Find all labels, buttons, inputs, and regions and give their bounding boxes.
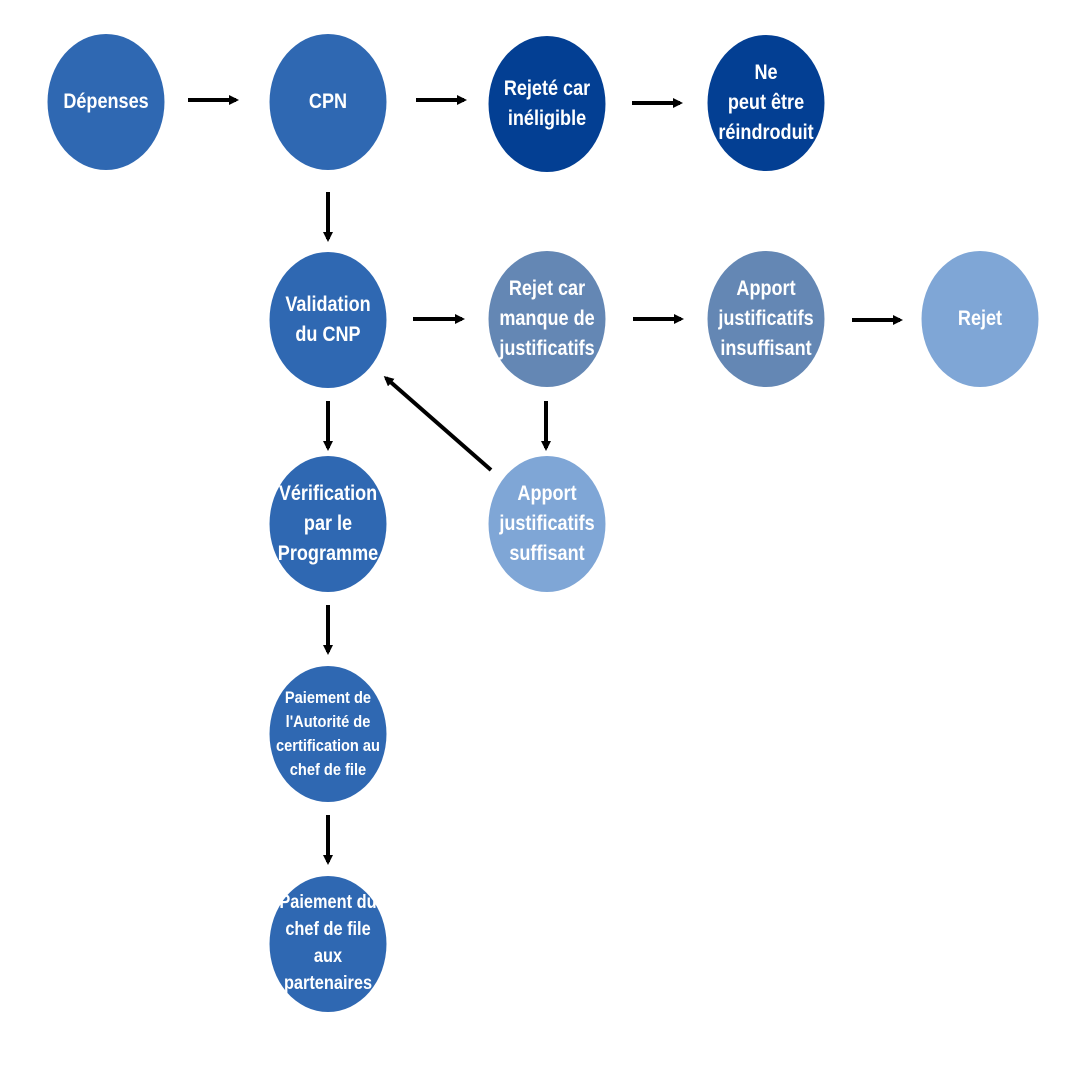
node-rejet-manque-justificatifs: Rejet car manque de justificatifs: [488, 251, 606, 387]
node-cpn: CPN: [269, 34, 387, 170]
node-paiement-chef-de-file: Paiement du chef de file aux partenaires: [269, 876, 387, 1012]
node-ne-peut-etre-reintroduit: Ne peut être réindroduit: [707, 35, 825, 171]
node-rejete-ineligible: Rejeté car inéligible: [488, 36, 606, 172]
node-depenses: Dépenses: [47, 34, 165, 170]
node-rejet: Rejet: [921, 251, 1039, 387]
node-apport-justificatifs-insuffisant: Apport justificatifs insuffisant: [707, 251, 825, 387]
arrow-apport-suffisant-to-validation: [383, 376, 493, 472]
node-apport-justificatifs-suffisant: Apport justificatifs suffisant: [488, 456, 606, 592]
node-verification-programme: Vérification par le Programme: [269, 456, 387, 592]
node-paiement-autorite-certification: Paiement de l'Autorité de certification …: [269, 666, 387, 802]
node-validation-cnp: Validation du CNP: [269, 252, 387, 388]
